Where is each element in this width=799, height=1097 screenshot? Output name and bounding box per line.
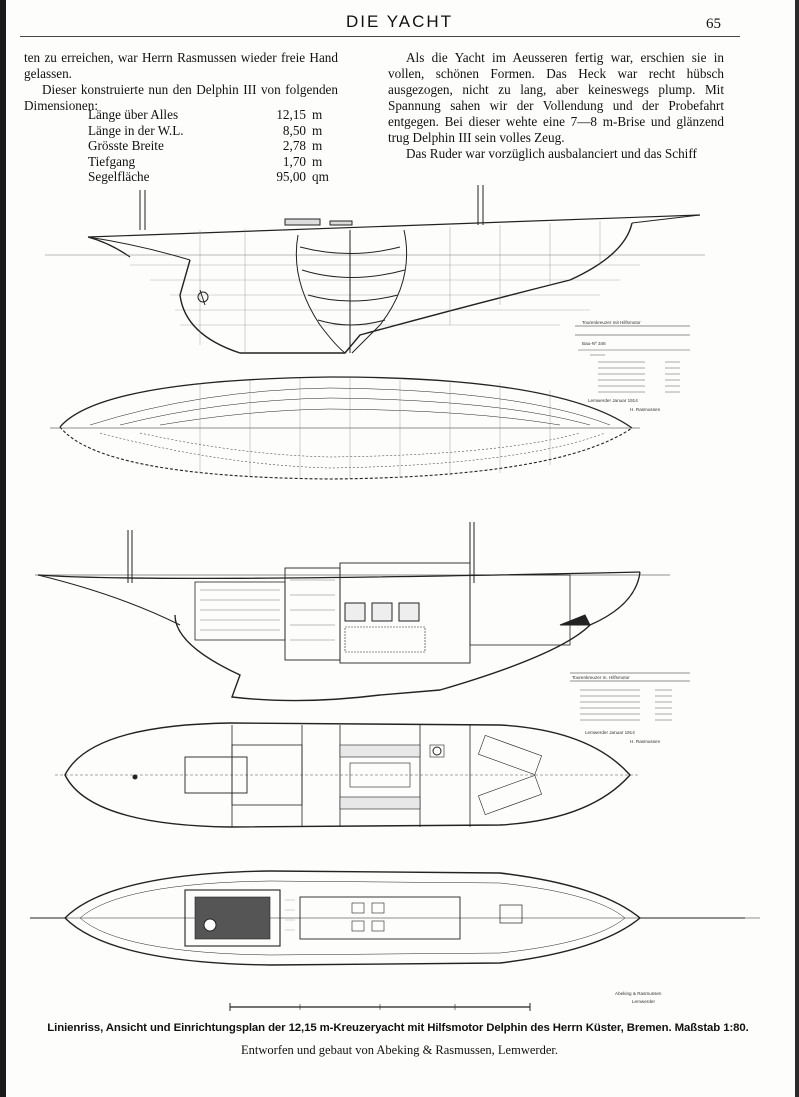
deck-plan <box>30 870 760 966</box>
figure-caption: Linienriss, Ansicht und Einrichtungsplan… <box>47 1022 749 1034</box>
dimension-unit: m <box>312 122 323 138</box>
scale-bar <box>229 1003 531 1011</box>
signature-name-2: H. Rasmussen <box>630 739 661 744</box>
page-number: 65 <box>706 16 721 32</box>
header-rule <box>20 36 740 37</box>
right-text-column: Als die Yacht im Aeusseren fertig war, e… <box>388 50 724 162</box>
specification-table-1 <box>575 325 690 393</box>
dimension-unit: m <box>312 153 323 169</box>
right-paragraph-1: Als die Yacht im Aeusseren fertig war, e… <box>388 50 724 145</box>
builder-stamp-line2: Lemwerder <box>632 999 655 1004</box>
figure-caption-credit: Entworfen und gebaut von Abeking & Rasmu… <box>241 1043 558 1057</box>
dimensions-table: Länge über Alles 12,15 m Länge in der W.… <box>88 107 329 185</box>
left-text-column: ten zu erreichen, war Herrn Rasmussen wi… <box>24 50 338 114</box>
signature-date-2: Lemwerder Januar 1914 <box>585 730 635 735</box>
dimension-value: 8,50 <box>282 122 306 138</box>
dimension-row: Grösste Breite 2,78 m <box>88 138 329 154</box>
dimension-unit: m <box>312 138 323 153</box>
accommodation-plan <box>55 722 640 828</box>
dimension-value: 2,78 <box>282 138 306 153</box>
dimension-unit: m <box>312 107 323 122</box>
dimension-label: Länge in der W.L. <box>88 122 184 138</box>
half-breadth-plan <box>50 376 640 480</box>
dimension-unit: qm <box>312 169 329 184</box>
dimension-label: Tiefgang <box>88 153 136 169</box>
dimension-label: Länge über Alles <box>88 107 179 122</box>
dimension-label: Segelfläche <box>88 169 150 184</box>
table1-title: Tourenkreuzer mit Hilfsmotor <box>582 320 641 325</box>
dimension-value: 12,15 <box>276 107 306 122</box>
yacht-plans-drawing: Tourenkreuzer mit Hilfsmotor Bau-Nº 346 … <box>30 185 760 1011</box>
interior-profile-drawing <box>35 522 670 702</box>
specification-table-2 <box>570 672 690 721</box>
left-paragraph-2: Dieser konstruierte nun den Delphin III … <box>24 82 338 113</box>
signature-date-1: Lemwerder Januar 1914 <box>588 398 638 403</box>
right-paragraph-2: Das Ruder war vorzüglich ausbalanciert u… <box>406 146 697 161</box>
dimension-label: Grösste Breite <box>88 138 164 153</box>
dimension-value: 1,70 <box>282 153 306 169</box>
scan-edge-right <box>795 0 799 1097</box>
dimension-row: Tiefgang 1,70 m <box>88 154 329 170</box>
table1-bau-number: Bau-Nº 346 <box>582 341 606 346</box>
running-header: DIE YACHT <box>345 12 454 31</box>
profile-lines-drawing <box>45 185 705 354</box>
signature-name-1: H. Rasmussen <box>630 407 661 412</box>
dimension-row: Segelfläche 95,00 qm <box>88 169 329 185</box>
dimension-row: Länge in der W.L. 8,50 m <box>88 123 329 139</box>
dimension-row: Länge über Alles 12,15 m <box>88 107 329 123</box>
builder-stamp-line1: Abeking & Rasmussen <box>615 991 662 996</box>
table2-title: Tourenkreuzer m. Hilfsmotor <box>572 675 630 680</box>
scan-edge-left <box>0 0 6 1097</box>
left-paragraph-1: ten zu erreichen, war Herrn Rasmussen wi… <box>24 50 338 81</box>
dimension-value: 95,00 <box>276 169 306 184</box>
